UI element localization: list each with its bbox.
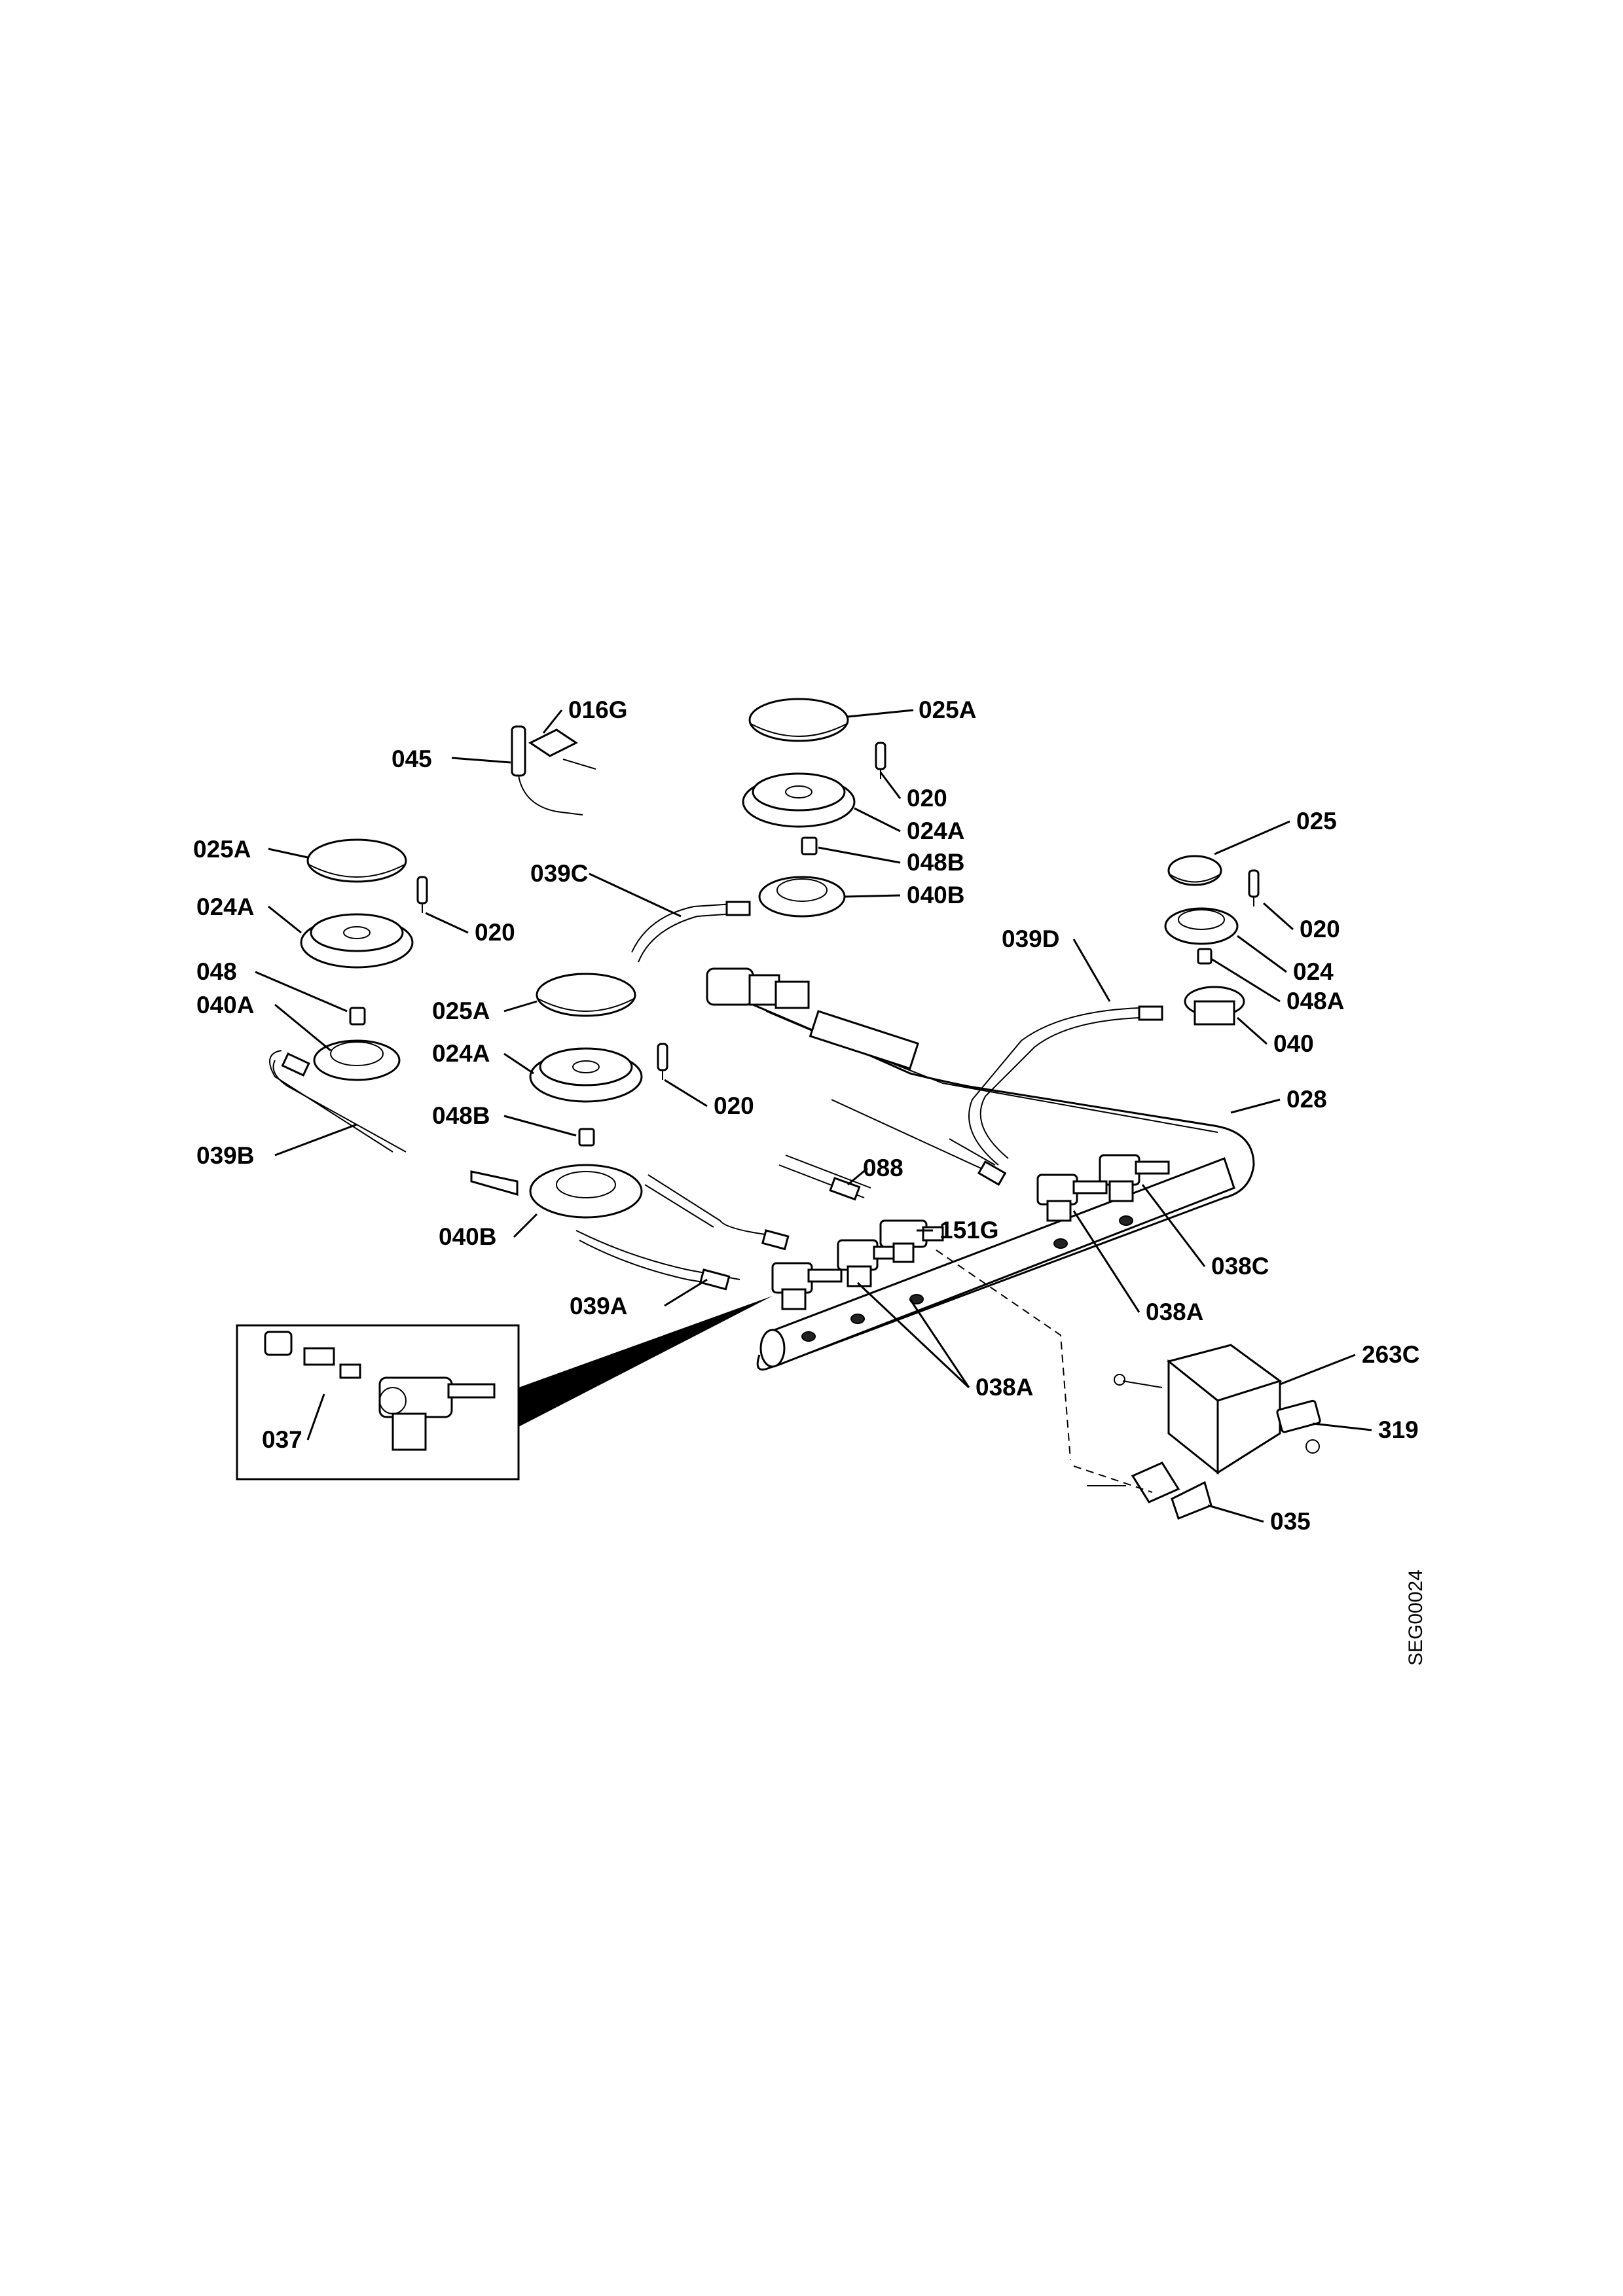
label-040B-top: 040B — [907, 882, 964, 908]
gas-manifold-pipe — [706, 967, 1255, 1371]
leader-lines — [255, 709, 1372, 1523]
burner-cap-025A-top — [748, 698, 849, 742]
burner-cap-025A-left — [306, 838, 407, 883]
label-025A-top: 025A — [919, 696, 976, 723]
injector-048B-mid — [578, 1128, 595, 1147]
gas-tap-038A-left — [771, 1262, 843, 1310]
label-040A: 040A — [196, 992, 254, 1018]
label-039A: 039A — [570, 1293, 627, 1319]
injector-048B-top — [801, 836, 818, 855]
burner-pipe-stub — [470, 1170, 519, 1196]
burner-cap-025A-mid — [536, 973, 636, 1017]
burner-crown-024A-top — [742, 772, 856, 828]
bracket-263C — [1114, 1344, 1283, 1475]
part-labels: 016G 045 025A 020 024A 048B 040B 025A 02… — [193, 696, 1427, 1666]
gas-tap-037 — [264, 1331, 496, 1451]
burner-base-040B-mid — [529, 1164, 643, 1219]
burner-crown-024A-left — [300, 913, 414, 969]
gas-pipe-039A — [575, 1174, 790, 1291]
clip-035 — [936, 1249, 1213, 1520]
burner-cap-025 — [1167, 855, 1222, 886]
label-039D: 039D — [1002, 925, 1059, 952]
spark-electrode-020-top — [875, 742, 886, 779]
label-040: 040 — [1273, 1030, 1314, 1057]
valve-151G — [879, 1219, 944, 1263]
gas-tap-038C — [1099, 1154, 1170, 1202]
label-020-right: 020 — [1300, 916, 1340, 942]
label-025: 025 — [1296, 808, 1337, 834]
label-040B-mid: 040B — [439, 1223, 496, 1250]
label-038A-2: 038A — [976, 1374, 1033, 1401]
label-016G: 016G — [568, 696, 628, 723]
burner-crown-024 — [1164, 907, 1239, 945]
injector-048A — [1197, 948, 1213, 965]
label-088: 088 — [863, 1155, 903, 1181]
label-045: 045 — [392, 745, 432, 772]
injector-088 — [778, 1155, 871, 1201]
clip-016G — [528, 728, 596, 770]
inset-box — [236, 1296, 773, 1480]
label-048B-mid: 048B — [432, 1102, 490, 1129]
label-037: 037 — [262, 1426, 302, 1453]
label-038C: 038C — [1211, 1253, 1269, 1280]
label-020-top: 020 — [907, 785, 947, 812]
gas-pipe-039B — [269, 1050, 407, 1153]
label-263C: 263C — [1362, 1341, 1419, 1368]
gas-pipe-039C — [631, 901, 751, 963]
label-039B: 039B — [196, 1142, 254, 1169]
spark-electrode-020-mid — [657, 1043, 668, 1080]
label-025A-mid: 025A — [432, 997, 490, 1024]
label-024: 024 — [1293, 958, 1334, 985]
label-024A-top: 024A — [907, 817, 964, 844]
label-319: 319 — [1378, 1416, 1419, 1443]
microswitch-319 — [1276, 1399, 1321, 1454]
burner-base-040B-top — [758, 876, 846, 918]
label-035: 035 — [1270, 1508, 1311, 1535]
label-020-mid: 020 — [714, 1092, 754, 1119]
label-048: 048 — [196, 958, 237, 985]
label-024A-mid: 024A — [432, 1040, 490, 1067]
burner-base-040A — [313, 1039, 401, 1081]
label-048B-top: 048B — [907, 849, 964, 876]
label-028: 028 — [1286, 1086, 1327, 1113]
label-038A-1: 038A — [1146, 1299, 1203, 1325]
spark-electrode-020-right — [1248, 869, 1260, 906]
ignition-electrode-045 — [511, 725, 583, 816]
gas-pipe-039D — [831, 1005, 1163, 1186]
burner-base-040 — [1184, 986, 1245, 1026]
diagram-code: SEG00024 — [1405, 1570, 1427, 1666]
gas-tap-038A-right — [1036, 1174, 1108, 1222]
label-024A-left: 024A — [196, 893, 254, 920]
gas-tap-038A-mid — [837, 1239, 908, 1287]
label-039C: 039C — [530, 860, 588, 887]
spark-electrode-020-left — [416, 876, 428, 913]
label-025A-left: 025A — [193, 836, 251, 863]
burner-crown-024A-mid — [529, 1047, 643, 1103]
label-048A: 048A — [1286, 988, 1344, 1014]
label-020-left: 020 — [475, 919, 515, 946]
injector-048 — [349, 1007, 366, 1026]
label-151G: 151G — [939, 1217, 999, 1244]
